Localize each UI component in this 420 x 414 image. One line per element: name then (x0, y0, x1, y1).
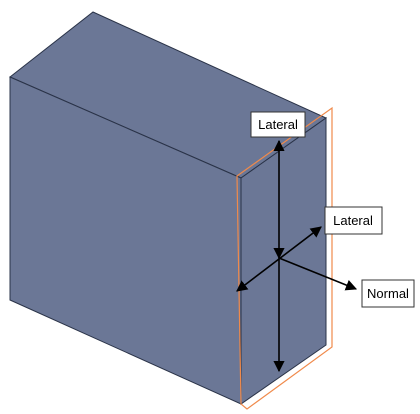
lateral-horizontal-label: Lateral (333, 213, 373, 228)
lateral-vertical-label: Lateral (258, 117, 298, 132)
lateral-horizontal-arrow (236, 226, 322, 292)
lateral-horizontal-callout: Lateral (324, 206, 383, 235)
highlighted-side-outline (236, 106, 333, 410)
normal-arrow (278, 257, 358, 291)
lateral-vertical-callout: Lateral (250, 111, 306, 138)
normal-callout: Normal (361, 279, 415, 308)
normal-label: Normal (367, 286, 409, 301)
